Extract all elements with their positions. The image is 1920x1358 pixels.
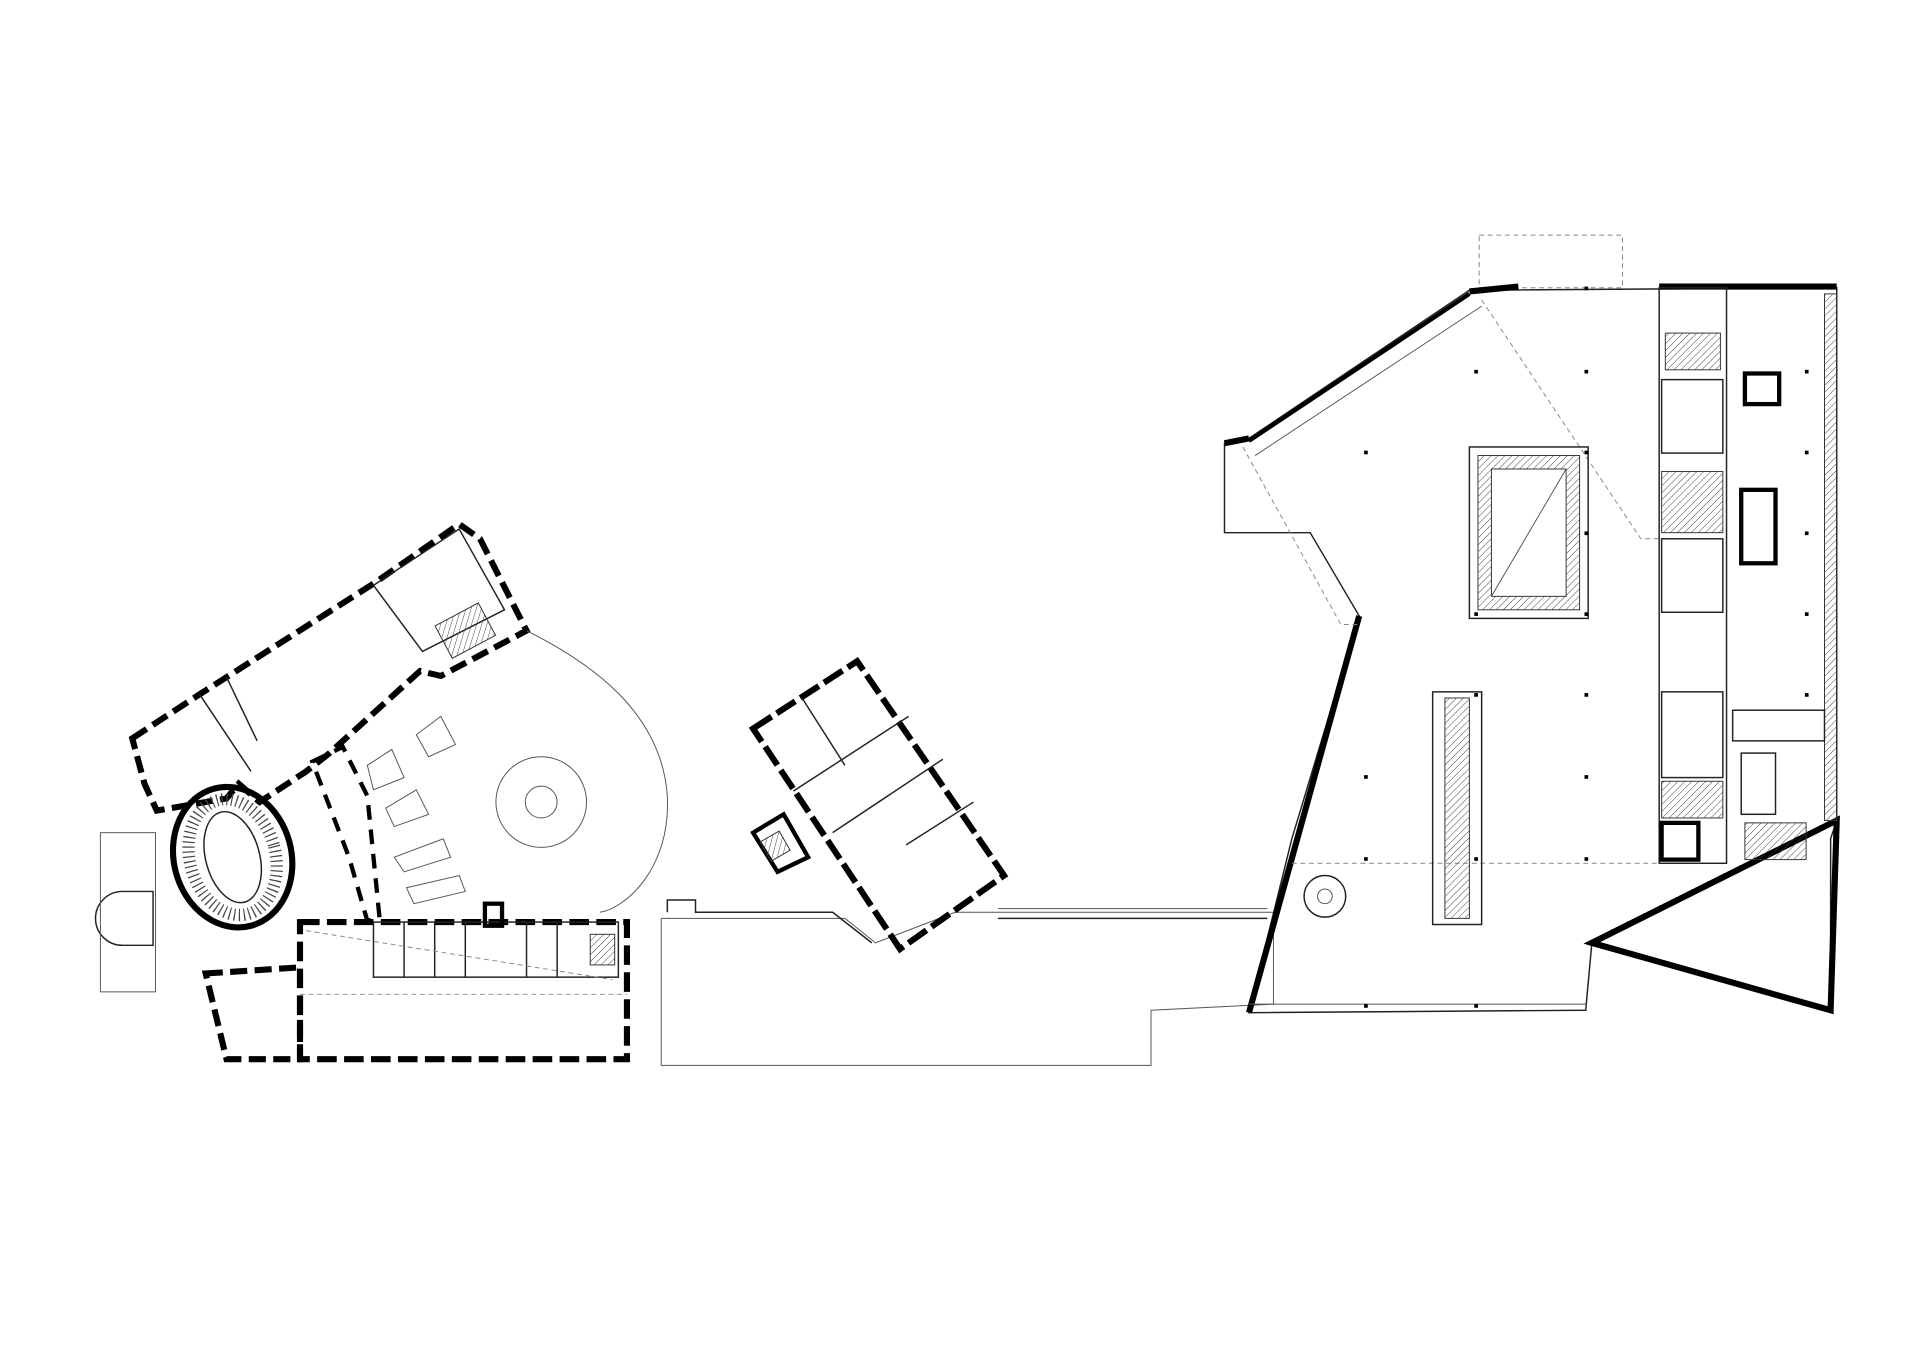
left-building bbox=[94, 520, 668, 1063]
column bbox=[1474, 1004, 1478, 1008]
column bbox=[1584, 857, 1589, 861]
column bbox=[1804, 693, 1809, 697]
atrium-diagonal bbox=[1491, 468, 1567, 597]
room-wall bbox=[225, 676, 258, 742]
right-building bbox=[1223, 234, 1840, 1015]
room bbox=[1731, 709, 1826, 742]
column bbox=[1584, 369, 1589, 374]
room bbox=[1740, 752, 1777, 816]
walkway-rail bbox=[666, 899, 873, 944]
plaza-arc bbox=[526, 630, 668, 913]
stair-east bbox=[1744, 822, 1807, 861]
column bbox=[1584, 450, 1589, 455]
terrace-steps bbox=[99, 832, 156, 993]
lift bbox=[1659, 820, 1701, 862]
column bbox=[1584, 775, 1589, 779]
stair-block bbox=[589, 933, 616, 966]
plaza-circle-inner bbox=[524, 785, 558, 819]
roof-canopy bbox=[1478, 234, 1623, 289]
south-wedge bbox=[1583, 815, 1840, 1015]
entrance-portico bbox=[94, 890, 154, 947]
room-wall bbox=[832, 758, 944, 834]
entry-bay bbox=[1223, 435, 1250, 447]
north-glazing-inner bbox=[1254, 305, 1482, 456]
room-row bbox=[372, 921, 620, 978]
oval-stair-inner bbox=[203, 810, 263, 904]
room-wall bbox=[905, 801, 974, 846]
sculpture bbox=[385, 789, 430, 828]
oval-stair-outer bbox=[169, 783, 296, 931]
stair-block bbox=[434, 602, 497, 660]
diagonal-dash bbox=[1242, 446, 1360, 625]
column bbox=[1584, 612, 1589, 616]
column bbox=[1804, 369, 1809, 374]
plaza-circle-outer bbox=[495, 756, 588, 848]
terrace-outline bbox=[660, 911, 1274, 1066]
corner-wall bbox=[1469, 283, 1519, 295]
column bbox=[1584, 286, 1589, 291]
tower bbox=[482, 901, 505, 928]
room-wall bbox=[801, 697, 846, 766]
column bbox=[1474, 612, 1478, 616]
sculpture bbox=[366, 748, 405, 791]
spiral-stair bbox=[1303, 874, 1347, 918]
sculpture bbox=[405, 874, 466, 905]
north-glazing bbox=[1247, 292, 1471, 443]
sculpture bbox=[415, 715, 457, 758]
toilets bbox=[1660, 378, 1724, 454]
middle-building bbox=[748, 657, 1009, 954]
west-facade bbox=[1246, 615, 1363, 1014]
column bbox=[1474, 857, 1478, 861]
stair-mid bbox=[1661, 470, 1724, 534]
column bbox=[1804, 531, 1809, 536]
service-core bbox=[1658, 287, 1728, 865]
ceiling-line bbox=[306, 930, 613, 981]
lower-wing bbox=[296, 919, 630, 1063]
column bbox=[1804, 612, 1809, 616]
column bbox=[1584, 693, 1589, 697]
room bbox=[1660, 691, 1724, 779]
stair-upper bbox=[1664, 332, 1721, 371]
column bbox=[1474, 369, 1478, 374]
column bbox=[1364, 1004, 1368, 1008]
column bbox=[1474, 693, 1478, 697]
room bbox=[1660, 538, 1724, 613]
columns bbox=[1364, 286, 1809, 1008]
left-wing-outline bbox=[128, 520, 531, 815]
oval-stair-treads bbox=[182, 793, 283, 922]
middle-outline bbox=[748, 657, 1009, 954]
stair-block bbox=[759, 830, 791, 862]
column bbox=[1364, 857, 1368, 861]
column bbox=[1364, 450, 1368, 455]
lift bbox=[1742, 371, 1782, 407]
room bbox=[1739, 487, 1778, 566]
escalator-treads bbox=[1444, 697, 1470, 919]
spiral-stair-core bbox=[1317, 888, 1333, 905]
column bbox=[1804, 450, 1809, 455]
sculpture bbox=[393, 838, 452, 873]
connector bbox=[660, 899, 1274, 1066]
curved-hall bbox=[309, 744, 382, 924]
lower-wing-west bbox=[201, 964, 304, 1063]
column bbox=[1364, 775, 1368, 779]
diagonal-dash bbox=[1481, 299, 1660, 540]
left-wing-rooms bbox=[372, 527, 506, 653]
escalator bbox=[1431, 691, 1483, 926]
room-wall bbox=[793, 715, 909, 792]
room-wall bbox=[198, 693, 252, 772]
stair-lower bbox=[1661, 780, 1724, 819]
column bbox=[1584, 531, 1589, 536]
east-facade-hatch bbox=[1824, 293, 1838, 821]
